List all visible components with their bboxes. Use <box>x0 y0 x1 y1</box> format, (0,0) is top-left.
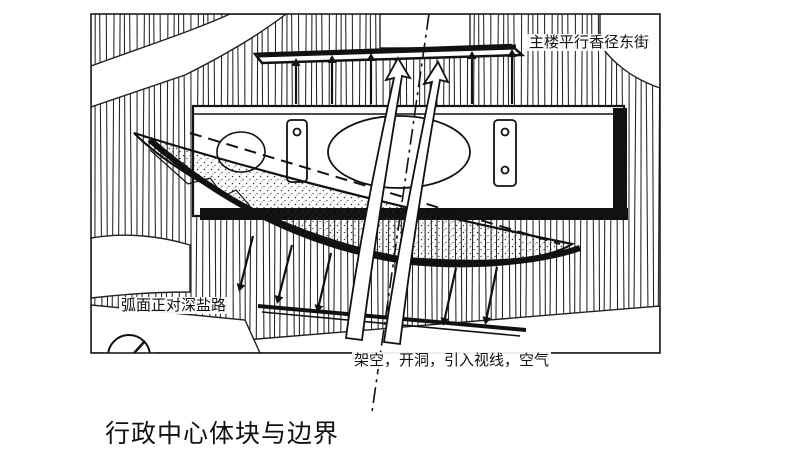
view-corridor-arrows <box>344 56 450 346</box>
downward-arrows <box>236 235 499 326</box>
arc-annotation: 弧面正对深盐路 <box>119 296 229 314</box>
street-annotation: 主楼平行香径东街 <box>527 33 652 51</box>
upward-arrows <box>291 49 517 104</box>
lift-annotation: 架空，开洞，引入视线，空气 <box>352 351 552 369</box>
top-boundary-band <box>252 43 526 65</box>
page-title: 行政中心体块与边界 <box>105 419 340 448</box>
north-arrow-icon <box>104 331 154 353</box>
axis-line <box>371 13 430 413</box>
